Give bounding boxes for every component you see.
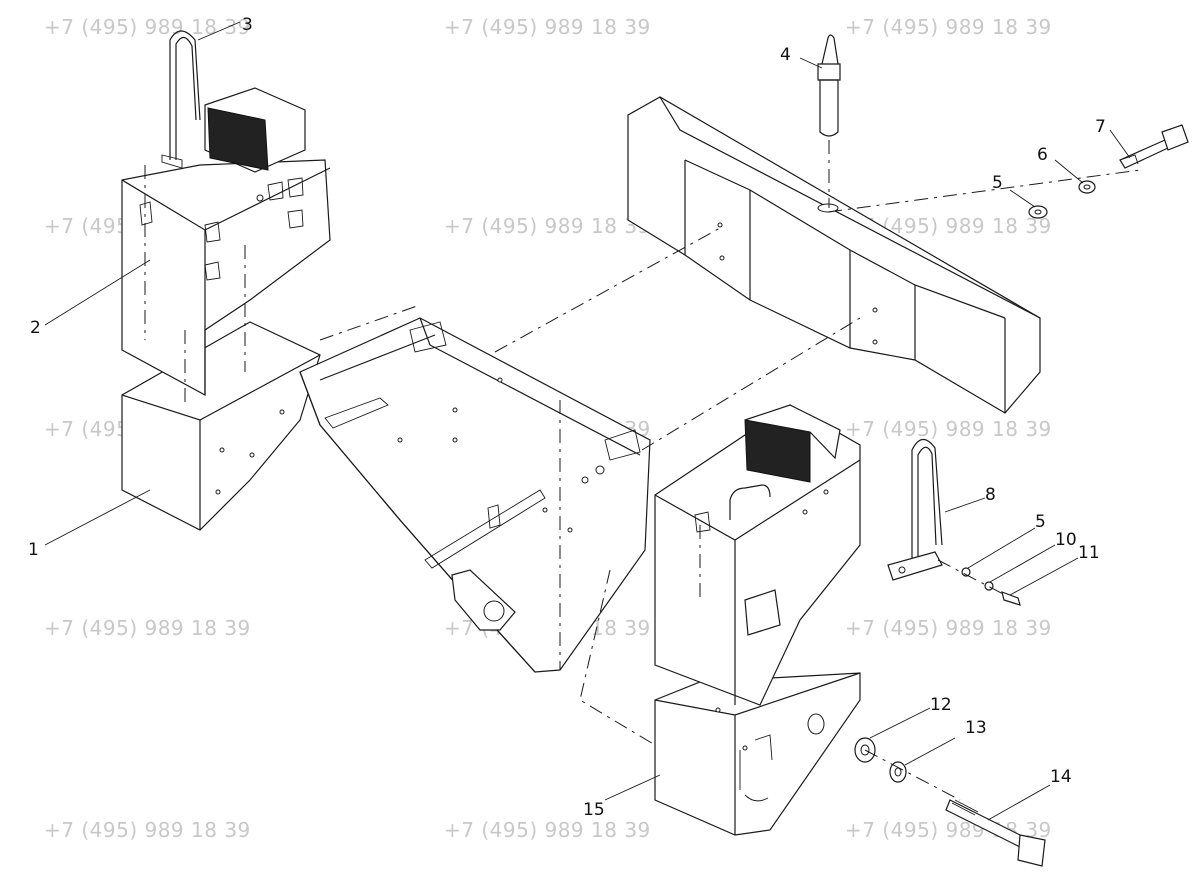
watermark-phone: +7 (495) 989 18 39: [444, 15, 651, 39]
watermark-phone: +7 (495) 989 18 39: [444, 214, 651, 238]
callout-7: 7: [1095, 117, 1106, 137]
parts-12-13-14-fasteners: [854, 737, 1046, 867]
callout-12: 12: [930, 695, 952, 715]
callout-10: 10: [1055, 530, 1077, 550]
watermark-phone: +7 (495) 989 18 39: [845, 417, 1052, 441]
watermark-phone: +7 (495) 989 18 39: [44, 15, 251, 39]
callout-labels: 1 2 3 4 5 5 6 7 8 10 11 12 13 14 15: [28, 15, 1106, 820]
part-4-pin: [817, 34, 841, 137]
callout-5-top: 5: [992, 173, 1003, 193]
top-right-beam: [627, 96, 1041, 414]
callout-3: 3: [242, 15, 253, 35]
callout-11: 11: [1078, 543, 1100, 563]
part-2-left-upper-housing: [121, 30, 331, 397]
leader-lines: [44, 21, 1131, 821]
callout-8: 8: [985, 485, 996, 505]
callout-4: 4: [780, 45, 791, 65]
right-upper-housing: [654, 404, 861, 706]
callout-14: 14: [1050, 767, 1072, 787]
callout-6: 6: [1037, 145, 1048, 165]
part-8-handle-bracket: [887, 438, 943, 581]
watermark-phone: +7 (495) 989 18 39: [845, 15, 1052, 39]
callout-2: 2: [30, 318, 41, 338]
watermark-phone: +7 (495) 989 18 39: [444, 818, 651, 842]
callout-13: 13: [965, 718, 987, 738]
watermark-phone: +7 (495) 989 18 39: [845, 616, 1052, 640]
watermark-phone: +7 (495) 989 18 39: [44, 616, 251, 640]
parts-9-10-11-fasteners: [961, 567, 1021, 606]
callout-1: 1: [28, 540, 39, 560]
center-lines: [144, 140, 1141, 801]
callout-5-right: 5: [1035, 512, 1046, 532]
parts-5-6-7-fasteners: [1028, 124, 1189, 219]
main-frame: [299, 317, 651, 673]
callout-15: 15: [583, 800, 605, 820]
watermark-phone: +7 (495) 989 18 39: [44, 818, 251, 842]
